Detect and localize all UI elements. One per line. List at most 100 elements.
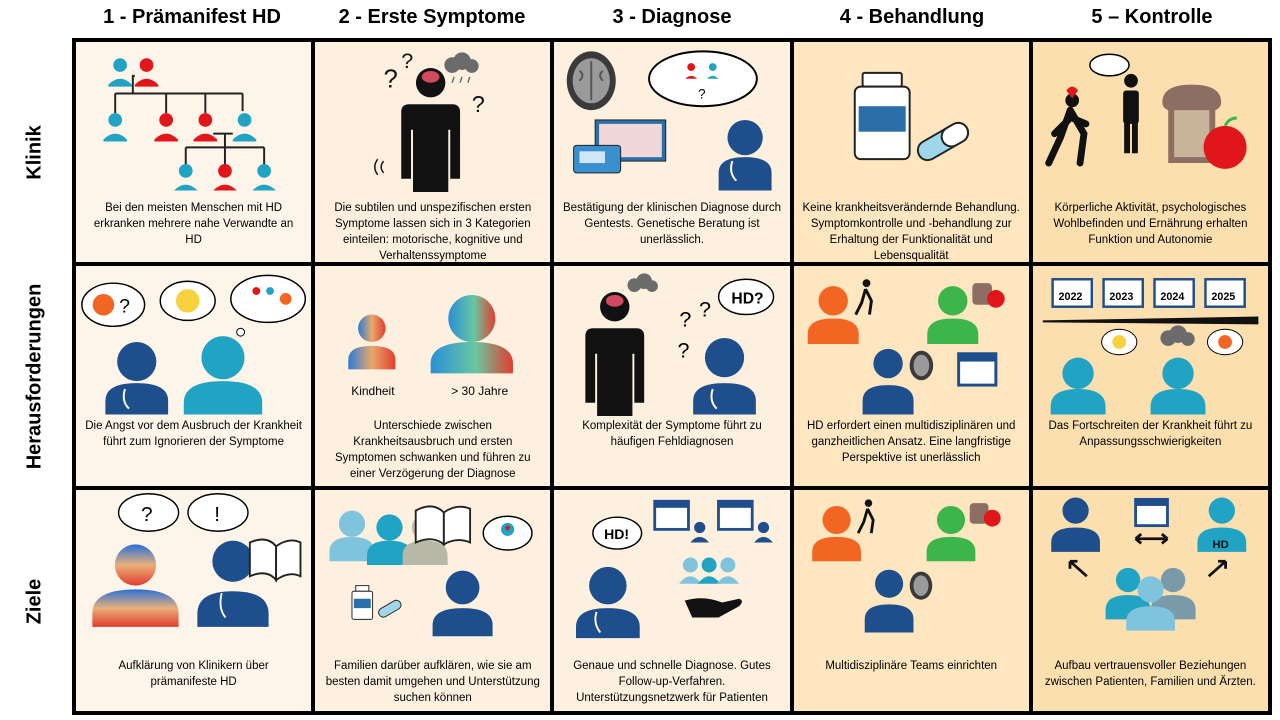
svg-text:HD!: HD! [604,526,629,542]
cell-herausforderungen-praemanifest: ? Die Angst vor dem Ausbruch [74,264,314,488]
column-header-2: 2 - Erste Symptome [338,6,526,28]
speech-bubble-icon: HD? [718,278,775,316]
support-bubble-icon [482,515,533,551]
arrow-icon [1207,559,1227,578]
column-header-4: 4 - Behandlung [839,6,985,28]
doctor-icon [197,540,269,627]
cell-caption: Aufbau vertrauensvoller Beziehungen zwis… [1044,660,1256,688]
medicine-bottle-icon [853,71,911,161]
cell-herausforderungen-diagnose: HD? ? ? ? Komplexität der Symptome führt… [552,264,792,488]
person-confused-icon [401,67,461,192]
calendar-icon [956,352,997,387]
brain-scan-icon [909,350,933,381]
svg-text:!: ! [214,503,220,526]
childhood-label: Kindheit [351,384,395,398]
svg-text:2023: 2023 [1109,291,1133,303]
cell-ziele-diagnose: HD! [552,488,792,713]
svg-text:2025: 2025 [1211,291,1235,303]
calendar-icon [1133,497,1169,528]
speech-bubble-icon: ? [648,50,759,108]
blue-doctor-icon [864,569,914,633]
cell-ziele-erste-symptome: Familien darüber aufklären, wie sie am b… [313,488,553,713]
cell-caption: Aufklärung von Klinikern über prämanifes… [118,660,269,688]
cell-herausforderungen-erste-symptome: Kindheit > 30 Jahre Unterschiede zwische… [313,264,553,488]
hd-journey-grid: Bei den meisten Menschen mit HD erkranke… [72,38,1272,715]
pill-icon [916,121,969,162]
sad-face-bubble-icon [1206,328,1243,356]
book-icon [248,538,302,583]
helping-hand-icon [685,598,743,618]
doctor-icon [576,566,641,639]
double-arrow-icon [1134,532,1169,545]
orange-doctor-icon [811,505,861,562]
brain-scan-icon [567,51,617,111]
cell-caption: Die Angst vor dem Ausbruch der Krankheit… [85,420,302,448]
cell-klinik-praemanifest: Bei den meisten Menschen mit HD erkranke… [74,40,314,264]
walking-person-icon [1045,86,1090,167]
column-header-5: 5 – Kontrolle [1091,6,1213,28]
cell-klinik-erste-symptome: ? ? ? Die subtilen und unspezifischen er… [313,40,553,264]
bread-apple-icon [971,283,1005,308]
happy-face-bubble-icon [159,280,216,322]
cell-caption: Das Fortschreiten der Krankheit führt zu… [1048,420,1253,448]
family-group-icon [1105,567,1196,631]
cell-caption: Keine krankheitsverändernde Behandlung. … [802,202,1020,262]
cell-klinik-kontrolle: Körperliche Aktivität, psychologisches W… [1030,40,1270,264]
patient-icon [1150,357,1206,415]
cell-caption: Komplexität der Symptome führt zu häufig… [582,420,762,448]
bread-apple-icon [969,503,1001,527]
apple-icon [1203,116,1247,169]
doctor-icon [105,341,169,415]
person-confused-icon [585,291,645,416]
green-doctor-icon [926,286,978,344]
cell-caption: Multidisziplinäre Teams einrichten [825,660,998,672]
walking-person-icon [856,499,875,534]
calendar-icon [717,499,755,531]
doctor-icon [432,570,493,637]
small-doctor-icon [754,521,774,543]
book-icon [414,505,472,547]
green-doctor-icon [926,505,975,562]
calendar-icon [653,499,691,531]
standing-person-icon [1122,73,1139,154]
family-tree-icon [103,58,276,191]
svg-text:2022: 2022 [1058,291,1082,303]
calendar-icon: 2024 [1153,278,1195,308]
cell-caption: Die subtilen und unspezifischen ersten S… [334,202,532,262]
brain-icon [422,70,440,83]
svg-text:?: ? [680,306,692,331]
adult-gradient-icon [430,294,514,374]
patient-icon [1050,357,1106,415]
cell-ziele-praemanifest: ? ! Aufklärung von Klinikern über präman… [74,488,314,713]
row-header-ziele: Ziele [23,578,46,624]
svg-text:?: ? [384,66,398,94]
column-header-1: 1 - Prämanifest HD [103,6,281,28]
small-doctor-icon [690,521,710,543]
svg-text:?: ? [678,338,690,363]
row-header-klinik: Klinik [23,124,46,180]
svg-text:?: ? [401,48,413,73]
cell-caption: Genaue und schnelle Diagnose. Gutes Foll… [573,660,771,704]
cell-caption: Familien darüber aufklären, wie sie am b… [325,660,540,704]
medicine-bottle-icon [351,585,374,620]
svg-text:HD: HD [1212,539,1228,551]
arrow-icon [1068,559,1088,578]
walking-person-icon [854,279,873,316]
calendar-icon: 2025 [1204,278,1246,308]
svg-text:?: ? [472,91,485,117]
svg-text:?: ? [699,296,711,321]
calendar-icon: 2022 [1051,278,1093,308]
raincloud-icon [444,52,479,83]
pill-icon [378,599,402,618]
cell-herausforderungen-behandlung: HD erfordert einen multidisziplinären un… [791,264,1031,488]
cell-caption: Unterschiede zwischen Krankheitsausbruch… [334,420,531,480]
svg-text:HD?: HD? [732,291,764,308]
lab-computer-icon [573,119,667,174]
svg-text:?: ? [698,86,706,101]
cell-caption: Körperliche Aktivität, psychologisches W… [1053,202,1248,246]
hd-bubble-icon: HD! [592,516,643,550]
sad-face-bubble-icon: ? [81,282,146,328]
row-header-herausforderungen: Herausforderungen [23,283,46,469]
brain-scan-icon [909,571,932,600]
doctor-icon [693,338,757,415]
